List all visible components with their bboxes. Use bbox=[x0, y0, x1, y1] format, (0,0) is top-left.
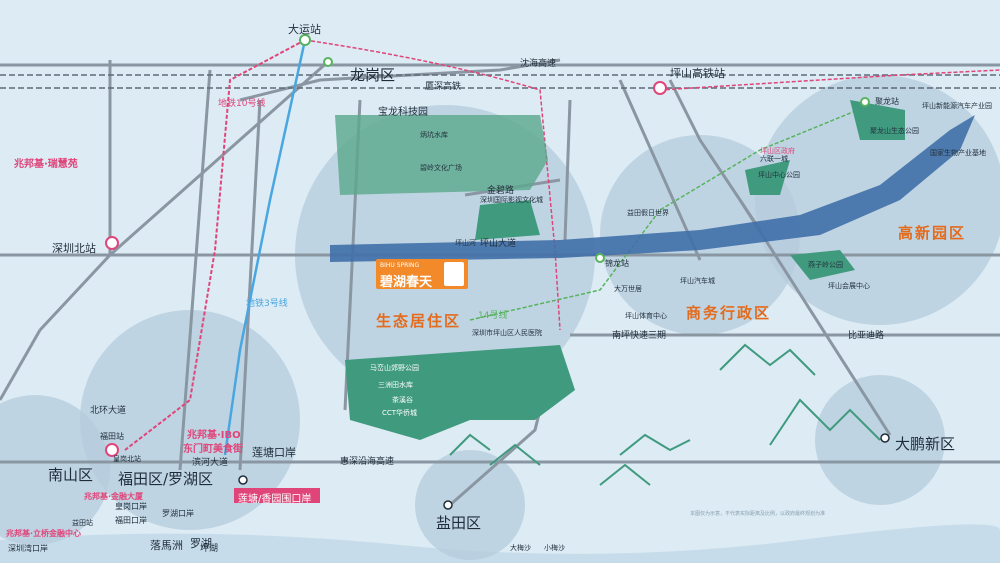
port-huanggang: 皇岗口岸 bbox=[115, 502, 147, 511]
poi-yidi: 深圳国际影视文化城 bbox=[480, 196, 543, 204]
poi-xiaomeisha: 小梅沙 bbox=[544, 544, 565, 552]
metro-line14 bbox=[304, 39, 561, 331]
park-maluan bbox=[345, 345, 575, 440]
park-juxing bbox=[850, 100, 905, 140]
poi-pinghu: 坪湖 bbox=[200, 544, 219, 554]
poi-pingshan-gov: 坪山区政府 bbox=[760, 147, 795, 155]
road-nanping: 南坪快速三期 bbox=[612, 331, 667, 341]
project-brand[interactable]: BIHU SPRING 碧湖春天 bbox=[376, 259, 468, 290]
project-logo-icon bbox=[444, 262, 464, 286]
road-beihuan: 北环大道 bbox=[90, 406, 127, 416]
station-dayun: 大运站 bbox=[288, 23, 321, 36]
zone-business: 商务行政区 bbox=[686, 304, 772, 322]
promo-jinrong: 兆邦基·金融大厦 bbox=[84, 492, 144, 501]
poi-pingshan-river: 坪山河 bbox=[455, 239, 476, 247]
road-yanshen: 惠深沿海高速 bbox=[340, 457, 395, 467]
metro-line3 bbox=[223, 39, 307, 456]
station-yitian: 益田站 bbox=[72, 519, 93, 527]
poi-sanzhou: 三洲田水库 bbox=[378, 381, 413, 389]
poi-cct: CCT华侨城 bbox=[382, 409, 418, 417]
metro-line10-label: 地铁10号线 bbox=[218, 99, 266, 109]
mountains bbox=[449, 343, 881, 486]
footnote: 本图仅为示意，不代表实际距离及比例，以政府最终规划为准 bbox=[690, 511, 826, 517]
poi-dawan: 大万世居 bbox=[614, 285, 642, 293]
road-binhe: 滨河大道 bbox=[192, 458, 229, 468]
station-futian: 福田站 bbox=[100, 432, 124, 441]
poi-pingshan-park: 坪山中心公园 bbox=[758, 171, 800, 179]
park-bijia bbox=[475, 200, 540, 240]
metro-line3-label: 地铁3号线 bbox=[246, 299, 288, 309]
road-bihai: 比亚迪路 bbox=[848, 331, 885, 341]
poi-baolong: 宝龙科技园 bbox=[378, 107, 428, 118]
metro-pink-east bbox=[659, 69, 1000, 91]
poi-pingshan-sports: 坪山体育中心 bbox=[625, 312, 667, 320]
road-pingshan: 坪山大道 bbox=[480, 239, 517, 249]
road-jinbi: 金碧路 bbox=[487, 186, 515, 196]
district-longgang: 龙岗区 bbox=[350, 66, 396, 84]
poi-jiaoshui: 炳坑水库 bbox=[420, 131, 448, 139]
zone-ecology: 生态居住区 bbox=[376, 312, 462, 330]
poi-bijia: 碧岭文化广场 bbox=[420, 164, 462, 172]
port-futian: 福田口岸 bbox=[115, 516, 147, 525]
district-dapeng: 大鹏新区 bbox=[895, 435, 956, 453]
railways bbox=[0, 74, 1000, 89]
station-pingshan-hsr: 坪山高铁站 bbox=[670, 67, 725, 80]
zone-hitech: 高新园区 bbox=[898, 224, 967, 242]
park-yanshan bbox=[790, 250, 855, 280]
station-jinlong: 锦龙站 bbox=[605, 259, 629, 268]
sea-area bbox=[0, 524, 1000, 563]
zone-circle-yantian bbox=[415, 450, 525, 560]
metro-line10 bbox=[124, 39, 306, 451]
poi-chaxi: 茶溪谷 bbox=[392, 396, 413, 404]
station-lomashou: 落馬洲 bbox=[150, 539, 183, 552]
port-luohu: 罗湖口岸 bbox=[162, 509, 194, 518]
station-jutian: 聚龙站 bbox=[875, 97, 899, 106]
poi-hospital: 深圳市坪山区人民医院 bbox=[472, 329, 542, 337]
project-name-en: BIHU SPRING bbox=[380, 262, 420, 269]
promo-ibo: 兆邦基·IBO bbox=[187, 430, 241, 441]
poi-juxing: 聚龙山生态公园 bbox=[870, 127, 919, 135]
park-pingshan-center bbox=[745, 160, 790, 195]
road-xiashen: 厦深高铁 bbox=[425, 82, 462, 92]
pingshan-river bbox=[330, 115, 975, 262]
station-shenzhenwan: 深圳湾口岸 bbox=[8, 544, 48, 553]
poi-liudong: 六联一城 bbox=[760, 155, 788, 163]
road-shenhai: 沈海高速 bbox=[520, 59, 557, 69]
poi-maluan: 马峦山郊野公园 bbox=[370, 364, 419, 372]
port-liantang: 莲塘口岸 bbox=[252, 446, 296, 459]
district-futian-luohu: 福田区/罗湖区 bbox=[118, 470, 214, 488]
district-nanshan: 南山区 bbox=[48, 466, 94, 484]
district-yantian: 盐田区 bbox=[436, 514, 482, 532]
station-markers bbox=[105, 34, 890, 510]
station-luohu: 罗湖 bbox=[190, 537, 212, 550]
promo-duanhuiyuan: 兆邦基·瑞慧苑 bbox=[14, 159, 78, 170]
station-futianbei: 皇岗北站 bbox=[113, 455, 141, 463]
port-liantang-heung: 莲塘/香园围口岸 bbox=[234, 488, 320, 505]
poi-daxiaomeisha: 大梅沙 bbox=[510, 544, 531, 552]
promo-dongmen: 东门町美食街 bbox=[183, 444, 243, 455]
promo-lijiao: 兆邦基·立桥金融中心 bbox=[6, 529, 82, 538]
metro-line14-label: 14号线 bbox=[478, 311, 508, 321]
project-name-cn: 碧湖春天 bbox=[380, 275, 433, 290]
station-shenzhen-north: 深圳北站 bbox=[52, 242, 96, 255]
poi-yitian-world: 益田假日世界 bbox=[627, 209, 669, 217]
poi-xinneng: 坪山新能源汽车产业园 bbox=[922, 102, 992, 110]
poi-yanshan: 燕子岭公园 bbox=[808, 261, 843, 269]
poi-pingshan-art: 坪山会展中心 bbox=[828, 282, 870, 290]
park-baolong bbox=[335, 115, 548, 195]
zone-circle-nanshan bbox=[0, 395, 110, 545]
poi-guoji: 国家生物产业基地 bbox=[930, 149, 986, 157]
poi-pingshan-mall: 坪山汽车城 bbox=[680, 277, 715, 285]
